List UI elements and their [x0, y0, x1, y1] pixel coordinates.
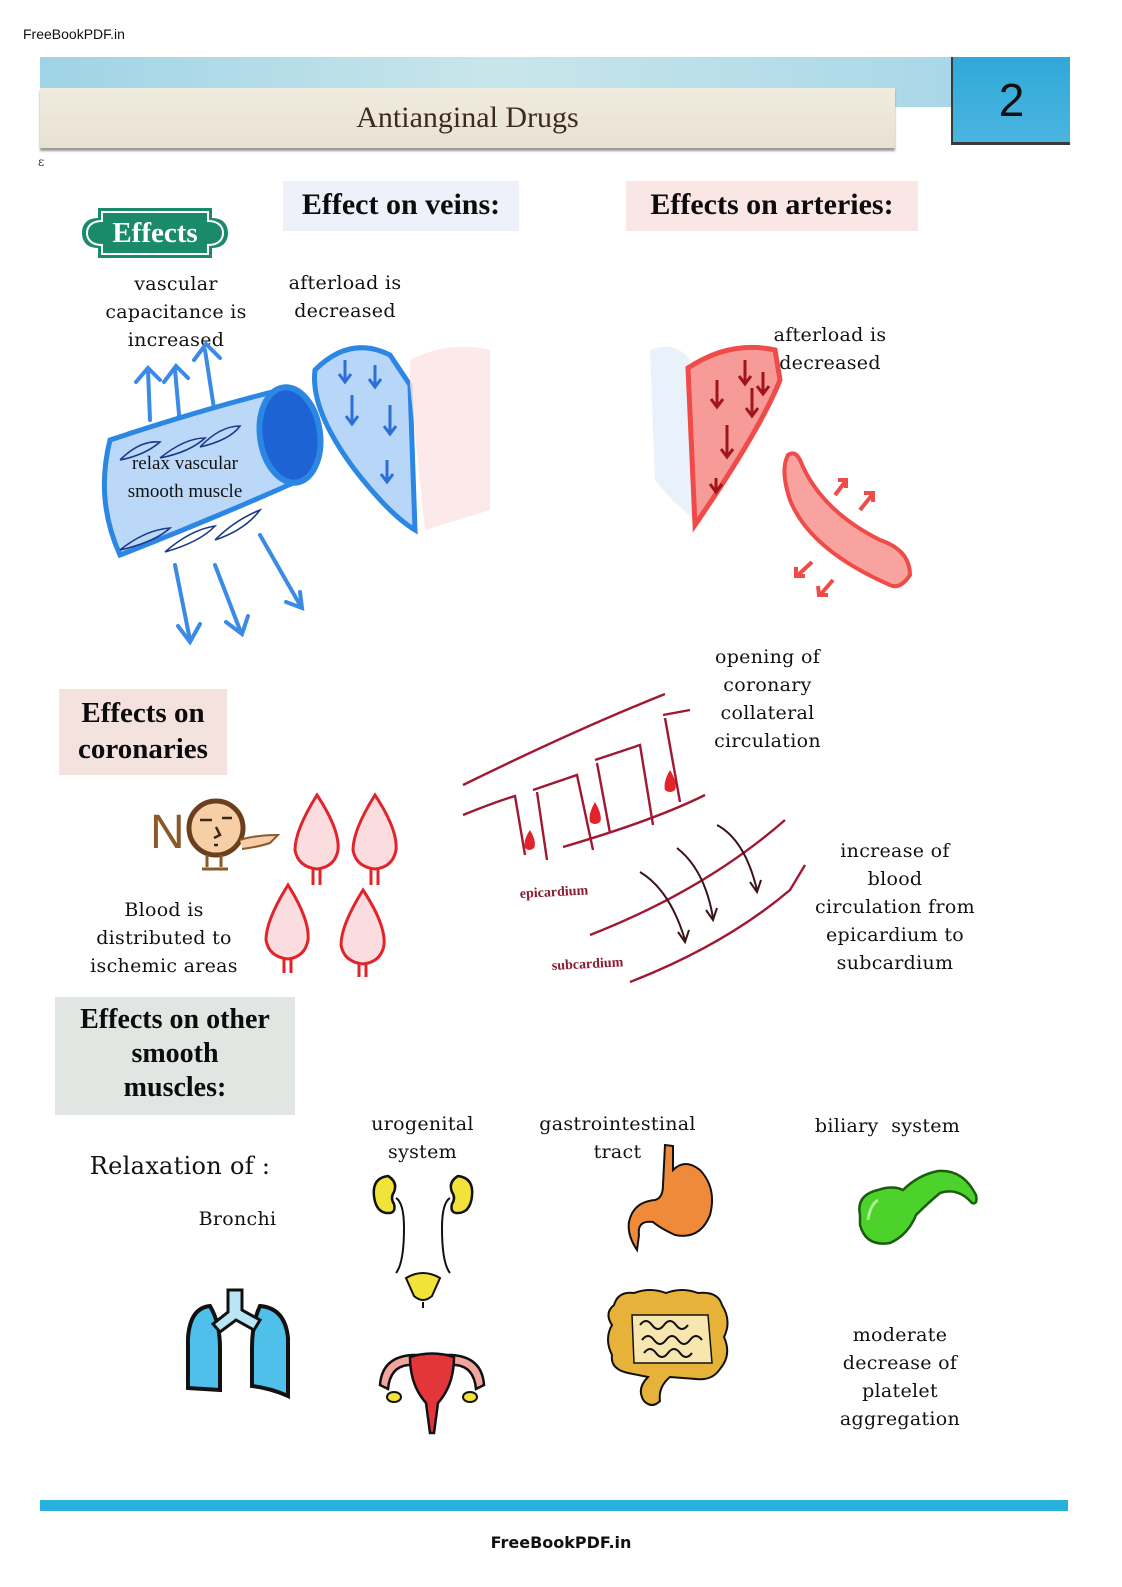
- chapter-number-box: 2: [951, 57, 1070, 145]
- chapter-number: 2: [998, 73, 1025, 126]
- caption-line: Blood is: [124, 899, 204, 921]
- caption-line: smooth muscle: [127, 481, 243, 502]
- watermark-bottom: FreeBookPDF.in: [490, 1533, 632, 1552]
- watermark-top: FreeBookPDF.in: [23, 26, 125, 42]
- caption-line: urogenital: [371, 1113, 474, 1135]
- caption-line: epicardium to: [825, 924, 965, 946]
- no-character-blood-drops-illustration: N: [150, 792, 398, 977]
- caption-line: relax vascular: [131, 453, 239, 474]
- svg-text:subcardium: subcardium: [551, 955, 624, 974]
- caption-line: tract: [593, 1141, 642, 1163]
- caption-line: vascular: [134, 273, 218, 295]
- veins-afterload-caption: afterload is decreased: [275, 269, 415, 325]
- uterus-icon: [378, 1352, 486, 1435]
- caption-line: increase of: [840, 840, 950, 862]
- chapter-title-box: Antianginal Drugs: [40, 88, 895, 148]
- relaxation-label: Relaxation of :: [89, 1152, 271, 1180]
- biliary-label: biliary system: [814, 1115, 961, 1137]
- vein-dilation-illustration: [101, 340, 490, 646]
- caption-line: blood: [867, 868, 923, 890]
- urogenital-label: urogenital system: [360, 1110, 485, 1166]
- caption-line: circulation from: [815, 896, 975, 918]
- caption-line: decreased: [779, 352, 881, 374]
- badge-frame-icon: [82, 208, 228, 258]
- caption-line: gastrointestinal: [539, 1113, 696, 1135]
- effects-badge-label: Effects: [112, 216, 198, 249]
- caption-line: system: [388, 1141, 457, 1163]
- bronchi-label: Bronchi: [198, 1208, 277, 1230]
- gi-tract-label: gastrointestinal tract: [535, 1110, 700, 1166]
- caption-line: platelet: [862, 1380, 938, 1402]
- caption-line: decreased: [294, 300, 396, 322]
- arteries-heading: Effects on arteries:: [626, 181, 918, 231]
- blood-distribution-caption: Blood is distributed to ischemic areas: [80, 896, 248, 980]
- stomach-icon: [627, 1143, 713, 1253]
- collateral-caption: opening of coronary collateral circulati…: [700, 643, 835, 755]
- page-title: Antianginal Drugs: [356, 101, 579, 134]
- caption-line: decrease of: [842, 1352, 958, 1374]
- gallbladder-icon: [858, 1169, 978, 1245]
- caption-line: moderate: [852, 1324, 948, 1346]
- heading-line: coronaries: [78, 733, 208, 765]
- arteries-afterload-caption: afterload is decreased: [760, 321, 900, 377]
- caption-line: ischemic areas: [90, 955, 238, 977]
- caption-line: distributed to: [96, 927, 232, 949]
- heading-line: Effects on: [81, 697, 205, 729]
- footer-bar: [40, 1500, 1068, 1511]
- heading-line: Effects on other: [80, 1004, 270, 1035]
- svg-text:N: N: [150, 806, 185, 859]
- caption-line: opening of: [714, 646, 821, 668]
- caption-line: aggregation: [839, 1408, 961, 1430]
- caption-line: afterload is: [288, 272, 402, 294]
- platelet-caption: moderate decrease of platelet aggregatio…: [825, 1321, 975, 1433]
- caption-line: capacitance is: [105, 301, 247, 323]
- caption-line: increased: [127, 329, 225, 351]
- circulation-caption: increase of blood circulation from epica…: [805, 837, 985, 977]
- caption-line: subcardium: [836, 952, 954, 974]
- caption-line: circulation: [714, 730, 821, 752]
- effects-badge: Effects: [80, 206, 230, 260]
- relax-muscle-caption: relax vascular smooth muscle: [105, 450, 265, 506]
- caption-line: collateral: [720, 702, 815, 724]
- other-muscles-heading: Effects on other smooth muscles:: [55, 997, 295, 1115]
- svg-text:epicardium: epicardium: [519, 883, 588, 902]
- heading-line: smooth: [131, 1038, 219, 1069]
- caption-line: afterload is: [773, 324, 887, 346]
- coronary-collateral-illustration: epicardium subcardium: [462, 692, 807, 984]
- caption-line: coronary: [723, 674, 812, 696]
- stray-mark: ɛ: [38, 155, 45, 169]
- intestines-icon: [607, 1289, 729, 1406]
- artery-dilation-illustration: [650, 344, 913, 597]
- capacitance-caption: vascular capacitance is increased: [96, 270, 256, 354]
- coronaries-heading: Effects on coronaries: [59, 689, 227, 775]
- heading-line: muscles:: [123, 1072, 227, 1103]
- lungs-icon: [186, 1288, 290, 1400]
- veins-heading: Effect on veins:: [283, 181, 519, 231]
- kidneys-bladder-icon: [372, 1174, 474, 1308]
